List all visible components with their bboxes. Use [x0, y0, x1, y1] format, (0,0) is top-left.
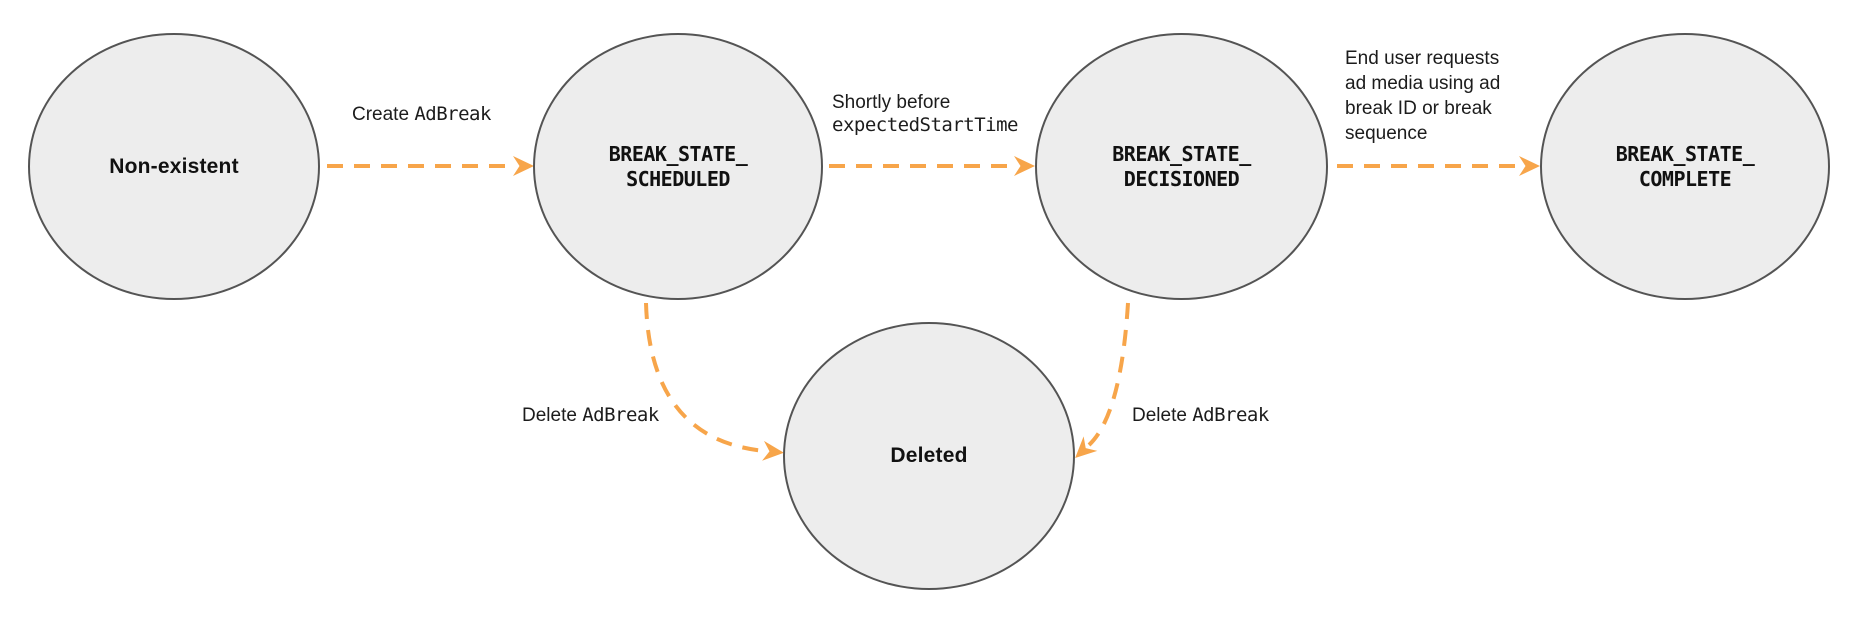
state-label-non-existent: Non-existent: [109, 154, 239, 178]
transition-label-end-user-line1: End user requests: [1345, 48, 1500, 69]
transition-label-shortly-before: Shortly before expectedStartTime: [832, 91, 1018, 137]
transition-label-delete-right-plain: Delete: [1132, 405, 1193, 426]
transition-label-delete-right-code: AdBreak: [1192, 404, 1269, 426]
state-label-complete-line1: BREAK_STATE_: [1615, 141, 1755, 166]
state-label-decisioned-line2: DECISIONED: [1123, 166, 1240, 191]
transition-label-end-user-request: End user requests ad media using ad brea…: [1345, 46, 1500, 146]
transition-label-end-user-line2: ad media using ad: [1345, 73, 1501, 94]
state-node-break-state-scheduled: BREAK_STATE_ SCHEDULED: [533, 33, 823, 300]
state-node-break-state-decisioned: BREAK_STATE_ DECISIONED: [1035, 33, 1328, 300]
state-label-complete-line2: COMPLETE: [1638, 166, 1732, 191]
state-node-non-existent: Non-existent: [28, 33, 320, 300]
transition-label-shortly-code: expectedStartTime: [832, 114, 1018, 136]
state-label-deleted: Deleted: [890, 444, 968, 467]
state-node-deleted: Deleted: [783, 322, 1075, 590]
transition-label-end-user-line3: break ID or break: [1345, 98, 1492, 119]
transition-label-delete-adbreak-right: Delete AdBreak: [1132, 404, 1269, 427]
state-node-break-state-complete: BREAK_STATE_ COMPLETE: [1540, 33, 1830, 300]
arrow-delete-from-scheduled: [644, 302, 784, 461]
transition-label-create-plain: Create: [352, 104, 415, 125]
arrow-delete-from-decisioned: [1075, 302, 1130, 459]
transition-label-delete-adbreak-left: Delete AdBreak: [522, 404, 659, 427]
transition-label-create-code: AdBreak: [414, 103, 491, 125]
transition-label-delete-left-code: AdBreak: [582, 404, 659, 426]
transition-label-create-adbreak: Create AdBreak: [352, 103, 491, 126]
state-label-scheduled-line1: BREAK_STATE_: [608, 141, 748, 166]
state-label-decisioned-line1: BREAK_STATE_: [1112, 141, 1251, 166]
transition-label-end-user-line4: sequence: [1345, 123, 1428, 144]
state-label-scheduled-line2: SCHEDULED: [626, 166, 730, 191]
transition-label-delete-left-plain: Delete: [522, 405, 583, 426]
transition-label-shortly-plain: Shortly before: [832, 92, 951, 113]
